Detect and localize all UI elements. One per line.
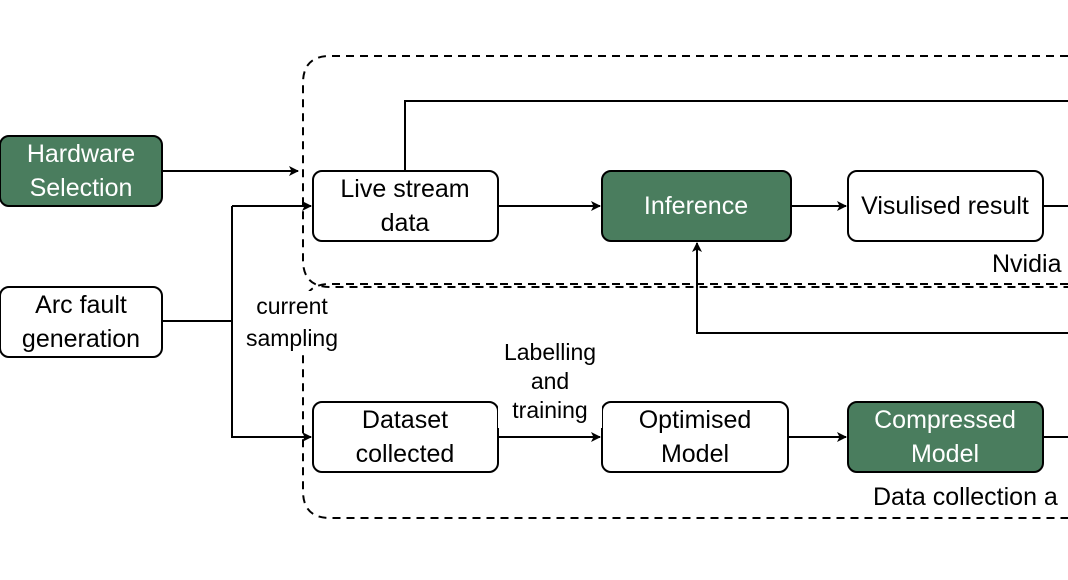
edge-label-line: sampling [246, 325, 338, 351]
node-live-stream-data: Live stream data [312, 170, 499, 242]
node-label: Model [661, 440, 729, 468]
node-optimised-model: Optimised Model [601, 401, 789, 473]
connectors [162, 100, 1068, 442]
node-label: collected [356, 440, 455, 468]
nvidia-group-label: Nvidia [992, 250, 1062, 278]
node-label: Optimised [639, 406, 752, 434]
edge-label-line: current [256, 293, 328, 319]
node-label: Model [911, 440, 979, 468]
node-dataset-collected: Dataset collected [312, 401, 499, 473]
edge-label-line: and [531, 368, 569, 394]
edge-feedback-to-inference [692, 242, 1068, 334]
node-label: Visulised result [861, 192, 1029, 220]
node-label: Arc fault [35, 291, 127, 319]
node-hardware-selection: Hardware Selection [0, 135, 163, 207]
edge-label-current-sampling: current sampling [244, 291, 344, 353]
edge-live-top-loop [404, 100, 1068, 171]
edge-label-line: training [512, 397, 587, 423]
node-label: Hardware [27, 140, 135, 168]
node-visualised-result: Visulised result [847, 170, 1044, 242]
node-arc-fault-generation: Arc fault generation [0, 286, 163, 358]
node-label: data [381, 209, 430, 237]
data-collection-group-label: Data collection a [873, 483, 1058, 511]
node-label: Compressed [874, 406, 1016, 434]
node-label: generation [22, 325, 140, 353]
edge-branch-to-dataset [231, 321, 312, 442]
node-label: Selection [30, 174, 133, 202]
edge-arc-to-branches [162, 206, 233, 322]
node-compressed-model: Compressed Model [847, 401, 1044, 473]
node-inference: Inference [601, 170, 792, 242]
nvidia-group-border [302, 55, 1068, 288]
node-label: Dataset [362, 406, 448, 434]
node-label: Inference [644, 192, 748, 220]
edge-label-labelling-training: Labelling and training [498, 338, 602, 428]
node-label: Live stream [340, 175, 469, 203]
edge-label-line: Labelling [504, 339, 596, 365]
data-collection-group-border [302, 283, 1068, 519]
